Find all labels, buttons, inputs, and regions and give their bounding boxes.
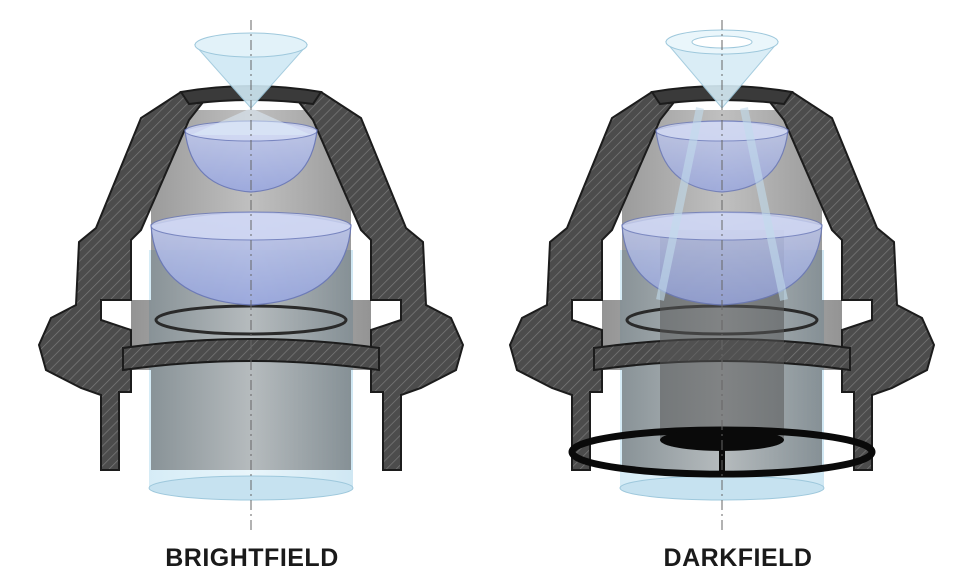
darkfield-condenser: [508, 20, 936, 530]
brightfield-condenser: [37, 20, 465, 530]
brightfield-label: BRIGHTFIELD: [165, 544, 339, 572]
darkfield-label: DARKFIELD: [663, 544, 813, 572]
